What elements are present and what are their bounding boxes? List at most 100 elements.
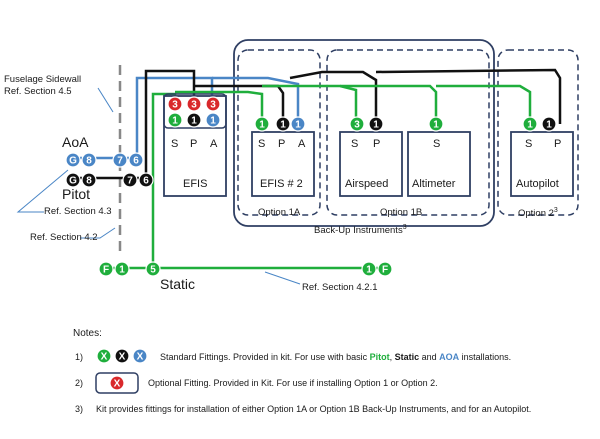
- svg-text:1: 1: [546, 120, 552, 131]
- efis2-fitting-p: 1: [275, 116, 291, 132]
- note-1-number: 1): [75, 352, 84, 362]
- efis2-port-p: P: [278, 138, 286, 150]
- svg-text:X: X: [114, 379, 121, 390]
- autopilot-fitting-s: 1: [522, 116, 538, 132]
- aoa-fitting-6: 6: [128, 152, 144, 168]
- efis2-port-a: A: [298, 138, 306, 150]
- airspeed-port-s: S: [351, 138, 359, 150]
- svg-text:8: 8: [86, 176, 92, 187]
- option-1a-label: Option 1A: [258, 207, 301, 218]
- svg-text:1: 1: [433, 120, 439, 131]
- svg-text:X: X: [137, 352, 144, 363]
- option-1b-frame: [326, 49, 490, 216]
- note-2-number: 2): [75, 378, 84, 388]
- svg-text:G: G: [69, 156, 77, 167]
- sidewall-label-line2: Ref. Section 4.5: [4, 86, 72, 97]
- ref-section-4-3: Ref. Section 4.3: [44, 206, 112, 217]
- efis2-port-s: S: [258, 138, 266, 150]
- svg-text:1: 1: [280, 120, 286, 131]
- static-label: Static: [160, 276, 196, 292]
- svg-text:F: F: [103, 265, 109, 276]
- airspeed-port-p: P: [373, 138, 381, 150]
- option-2-label: Option 23: [518, 207, 558, 220]
- legend-blue-fitting: X: [132, 348, 148, 364]
- altimeter-port-s: S: [433, 138, 441, 150]
- efis2-fitting-s: 1: [254, 116, 270, 132]
- svg-text:3: 3: [172, 100, 178, 111]
- svg-text:6: 6: [133, 156, 139, 167]
- backup-instruments-frame: [233, 39, 495, 227]
- aoa-fitting-g: G: [65, 152, 81, 168]
- svg-text:G: G: [69, 176, 77, 187]
- pitot-label: Pitot: [62, 186, 91, 202]
- aoa-fitting-8: 8: [81, 152, 97, 168]
- svg-text:1: 1: [295, 120, 301, 131]
- legend-green-fitting: X: [96, 348, 112, 364]
- note-1-text: Standard Fittings. Provided in kit. For …: [160, 352, 512, 362]
- airspeed-box: [339, 131, 403, 197]
- efis-optional-fitting-s: 3: [167, 96, 183, 112]
- efis-fitting-a: 1: [205, 112, 221, 128]
- efis-fitting-p: 1: [186, 112, 202, 128]
- ref-section-4-2-1: Ref. Section 4.2.1: [302, 282, 378, 293]
- static-fitting-1-right: 1: [361, 261, 377, 277]
- efis-port-a: A: [210, 138, 218, 150]
- static-fitting-f-right: F: [377, 261, 393, 277]
- svg-text:F: F: [382, 265, 388, 276]
- svg-text:1: 1: [172, 116, 178, 127]
- altimeter-name: Altimeter: [412, 178, 456, 190]
- backup-instruments-label: Back-Up Instruments3: [314, 224, 407, 237]
- legend-optional-frame: [95, 372, 139, 394]
- option-1b-label: Option 1B: [380, 207, 423, 218]
- altimeter-fitting-s: 1: [428, 116, 444, 132]
- svg-text:6: 6: [143, 176, 149, 187]
- svg-text:7: 7: [127, 176, 133, 187]
- aoa-fitting-7: 7: [112, 152, 128, 168]
- autopilot-box: [510, 131, 574, 197]
- efis-fitting-s: 1: [167, 112, 183, 128]
- ref-section-4-2: Ref. Section 4.2: [30, 232, 98, 243]
- svg-text:7: 7: [117, 156, 123, 167]
- efis-optional-fitting-a: 3: [205, 96, 221, 112]
- airspeed-fitting-p: 1: [368, 116, 384, 132]
- airspeed-name: Airspeed: [345, 178, 389, 190]
- efis2-fitting-a: 1: [290, 116, 306, 132]
- note-2-text: Optional Fitting. Provided in Kit. For u…: [148, 378, 438, 388]
- svg-text:X: X: [119, 352, 126, 363]
- svg-text:1: 1: [259, 120, 265, 131]
- efis2-box: [251, 131, 315, 197]
- pitot-fitting-6: 6: [138, 172, 154, 188]
- static-fitting-f: F: [98, 261, 114, 277]
- svg-text:5: 5: [150, 265, 156, 276]
- legend-red-fitting: X: [109, 375, 125, 391]
- autopilot-fitting-p: 1: [541, 116, 557, 132]
- pitot-fitting-8: 8: [81, 172, 97, 188]
- svg-text:1: 1: [119, 265, 125, 276]
- svg-text:1: 1: [373, 120, 379, 131]
- svg-text:1: 1: [191, 116, 197, 127]
- airspeed-fitting-s: 3: [349, 116, 365, 132]
- efis-optional-fitting-p: 3: [186, 96, 202, 112]
- svg-text:3: 3: [191, 100, 197, 111]
- svg-text:1: 1: [366, 265, 372, 276]
- legend-black-fitting: X: [114, 348, 130, 364]
- pitot-line: [76, 68, 562, 180]
- autopilot-name: Autopilot: [516, 178, 559, 190]
- static-fitting-1: 1: [114, 261, 130, 277]
- option-1a-frame: [237, 49, 321, 216]
- pitot-fitting-g: G: [65, 172, 81, 188]
- reference-arrows: [16, 87, 301, 285]
- notes-title: Notes:: [73, 328, 102, 339]
- option-2-frame: [497, 49, 579, 216]
- efis-port-s: S: [171, 138, 179, 150]
- svg-text:8: 8: [86, 156, 92, 167]
- pitot-fitting-7: 7: [122, 172, 138, 188]
- svg-text:3: 3: [210, 100, 216, 111]
- efis-port-p: P: [190, 138, 198, 150]
- svg-text:X: X: [101, 352, 108, 363]
- svg-text:1: 1: [210, 116, 216, 127]
- efis-optional-frame: [163, 93, 227, 129]
- svg-text:3: 3: [354, 120, 360, 131]
- note-3-text: Kit provides fittings for installation o…: [96, 404, 532, 414]
